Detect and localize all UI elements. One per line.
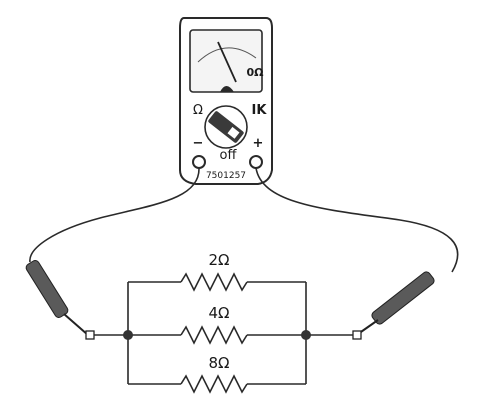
dial-reading-label: 0Ω [246,66,264,79]
plus-terminal-label: + [253,136,264,151]
minus-terminal-jack[interactable] [192,155,206,169]
resistor-label-2-ohm: 2Ω [208,251,229,269]
range-selector-knob[interactable] [204,105,248,149]
meter-pivot [220,86,234,92]
meter-scale-arc [197,47,257,63]
left-junction-node [123,330,133,340]
resistor-8-ohm [180,374,248,394]
multimeter: 0Ω Ω IK off − + 7501257 [179,17,273,185]
resistor-label-4-ohm: 4Ω [208,304,229,322]
resistor-2-ohm [180,272,248,292]
minus-terminal-label: − [193,136,204,151]
right-test-lead-wire [255,167,459,273]
range-label-ohm: Ω [193,103,203,118]
right-junction-node [301,330,311,340]
resistor-label-8-ohm: 8Ω [208,354,229,372]
left-contact-point [85,330,95,340]
left-test-lead-wire [29,167,200,263]
plus-terminal-jack[interactable] [249,155,263,169]
off-label: off [220,148,238,163]
left-probe[interactable] [25,259,89,336]
resistor-4-ohm [180,325,248,345]
meter-needle [217,41,237,83]
right-probe[interactable] [357,270,436,335]
model-text: 7501257 [206,171,246,181]
resistor-network [94,272,353,394]
range-label-ik: IK [252,103,268,118]
right-contact-point [352,330,362,340]
